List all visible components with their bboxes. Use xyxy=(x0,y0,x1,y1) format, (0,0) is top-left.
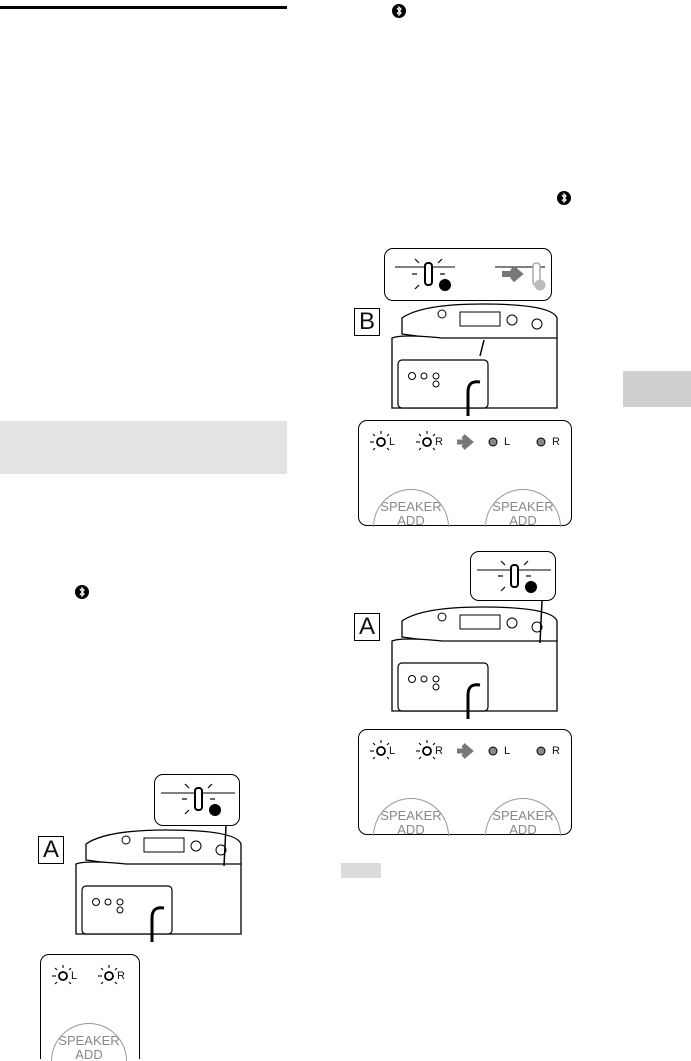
lamp-label-l: L xyxy=(389,436,396,448)
lamp-label-r: R xyxy=(435,436,443,448)
lamp-label-l: L xyxy=(71,970,78,982)
lamp-label-r: R xyxy=(552,436,560,448)
figure-b: B L R L R SPEAKER ADD xyxy=(354,248,572,528)
lamp-label-l: L xyxy=(504,745,511,757)
status-indicator-callout xyxy=(384,248,552,301)
speaker-illustration xyxy=(391,303,558,416)
lamp-label-r: R xyxy=(552,745,560,757)
speaker-add-label: SPEAKER xyxy=(380,808,442,823)
figure-a-right: A L R L R SPEAKER ADD xyxy=(354,551,572,836)
speaker-illustration xyxy=(391,601,558,719)
section-rule xyxy=(0,6,287,9)
figure-label-box: A xyxy=(38,836,64,864)
speaker-add-label: SPEAKER xyxy=(58,1033,120,1048)
shaded-heading-bar xyxy=(0,421,287,474)
note-tab xyxy=(341,863,381,878)
speaker-add-callout: L R L R SPEAKER ADD SPEAKER ADD xyxy=(358,420,572,527)
speaker-add-button: SPEAKER ADD xyxy=(485,489,561,527)
speaker-add-label: ADD xyxy=(509,513,537,528)
speaker-add-label: ADD xyxy=(509,822,537,837)
lamp-label-r: R xyxy=(117,970,125,982)
lamp-label-r: R xyxy=(435,745,443,757)
bluetooth-icon xyxy=(557,191,571,205)
speaker-add-button: SPEAKER ADD xyxy=(373,798,449,836)
speaker-add-label: ADD xyxy=(397,513,425,528)
speaker-add-button: SPEAKER ADD xyxy=(485,798,561,836)
figure-label-box: B xyxy=(354,308,380,336)
speaker-add-label: ADD xyxy=(75,1047,103,1061)
speaker-add-label: SPEAKER xyxy=(380,499,442,514)
speaker-add-button: SPEAKER ADD xyxy=(373,489,449,527)
bluetooth-icon xyxy=(75,585,89,599)
speaker-add-callout: L R SPEAKER ADD xyxy=(40,954,140,1061)
speaker-add-label: SPEAKER xyxy=(492,808,554,823)
bluetooth-icon xyxy=(392,4,406,18)
side-tab xyxy=(623,371,691,407)
speaker-add-button: SPEAKER ADD xyxy=(51,1023,127,1061)
lamp-label-l: L xyxy=(504,436,511,448)
status-indicator-callout xyxy=(154,774,240,826)
speaker-add-label: ADD xyxy=(397,822,425,837)
speaker-add-callout: L R L R SPEAKER ADD SPEAKER ADD xyxy=(358,729,572,836)
speaker-add-label: SPEAKER xyxy=(492,499,554,514)
figure-a-left: A L R SPEAKER ADD xyxy=(38,774,250,1061)
lamp-label-l: L xyxy=(389,745,396,757)
status-indicator-callout xyxy=(470,551,556,601)
figure-label-box: A xyxy=(354,613,380,641)
speaker-illustration xyxy=(75,825,242,942)
